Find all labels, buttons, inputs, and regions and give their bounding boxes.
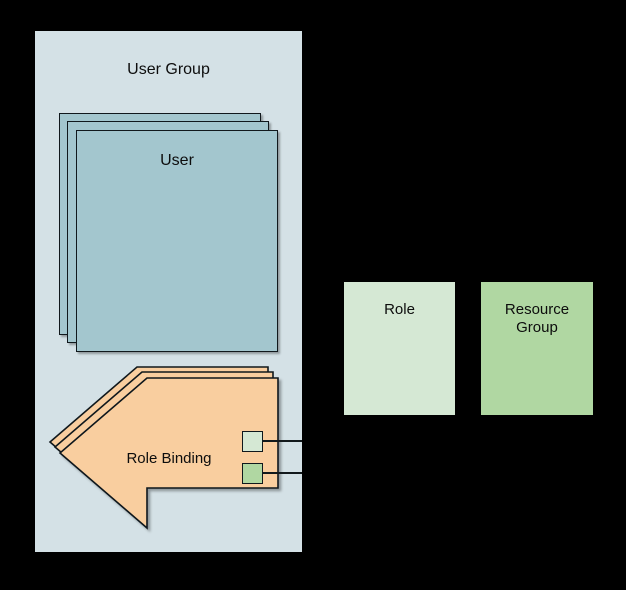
resource-group-port-swatch[interactable] [242, 463, 263, 484]
role-box[interactable] [344, 282, 455, 415]
resource-group-connector [250, 472, 302, 475]
user-card-front[interactable] [76, 130, 278, 352]
role-connector [250, 440, 302, 443]
role-binding-arrow-front[interactable] [58, 377, 279, 533]
resource-group-box[interactable] [481, 282, 593, 415]
role-port-swatch[interactable] [242, 431, 263, 452]
